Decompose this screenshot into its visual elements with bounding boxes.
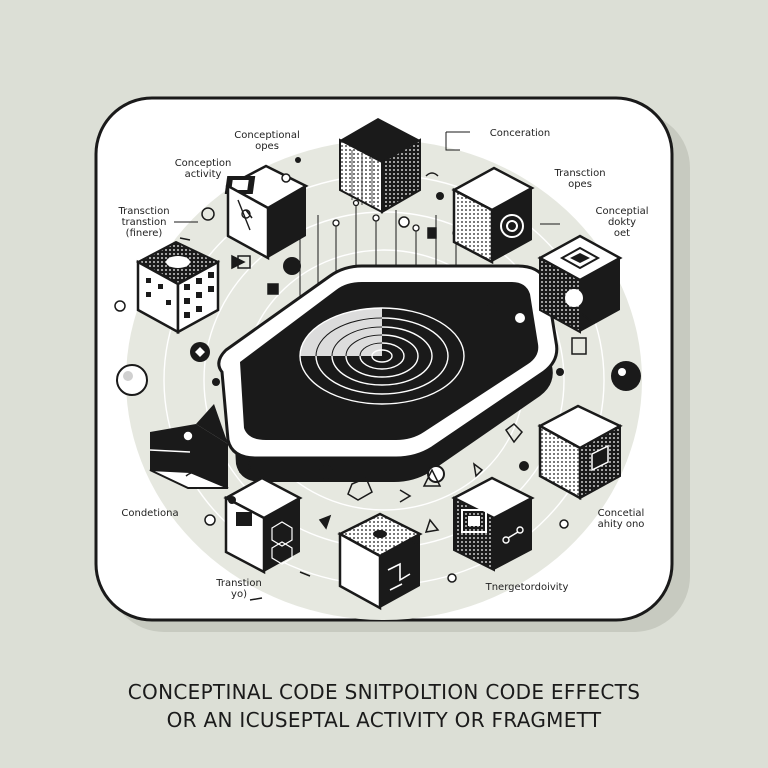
cube-bottom-center — [337, 512, 423, 611]
callout-lines — [174, 131, 560, 225]
label-left-upper: Transction transtion (finere) — [118, 206, 170, 239]
label-left-lower: Condetiona — [121, 508, 179, 519]
label-right-lower: Concetial ahity ono — [597, 508, 645, 530]
central-platform — [217, 264, 559, 482]
label-top-left: Conception activity — [174, 158, 232, 180]
decor-shapes — [179, 172, 593, 601]
label-top-right-b: Transction opes — [554, 168, 606, 190]
caption-line-1: CONCEPTINAL CODE SNITPOLTION CODE EFFECT… — [127, 680, 641, 704]
block-left-lower — [149, 404, 229, 489]
label-bottom-left: Transtion yo) — [216, 578, 262, 600]
cube-right-lower — [537, 404, 623, 501]
label-top-center: Conceptional opes — [234, 130, 300, 152]
cube-left-upper — [135, 240, 221, 335]
cube-top-right — [451, 166, 535, 265]
cube-top-center — [339, 118, 421, 214]
decor-dots — [114, 157, 641, 583]
label-right-upper: Conceptial dokty oet — [595, 206, 649, 239]
cube-bottom-left — [223, 476, 303, 575]
cube-bottom-right — [451, 476, 535, 572]
label-bottom-right: Tnergetordoivity — [485, 582, 569, 593]
label-top-right-a: Conceration — [489, 128, 551, 139]
cube-right-upper — [537, 234, 623, 334]
caption-line-2: OR AN ICUSEPTAL ACTIVITY OR FRAGMETT — [166, 708, 602, 732]
